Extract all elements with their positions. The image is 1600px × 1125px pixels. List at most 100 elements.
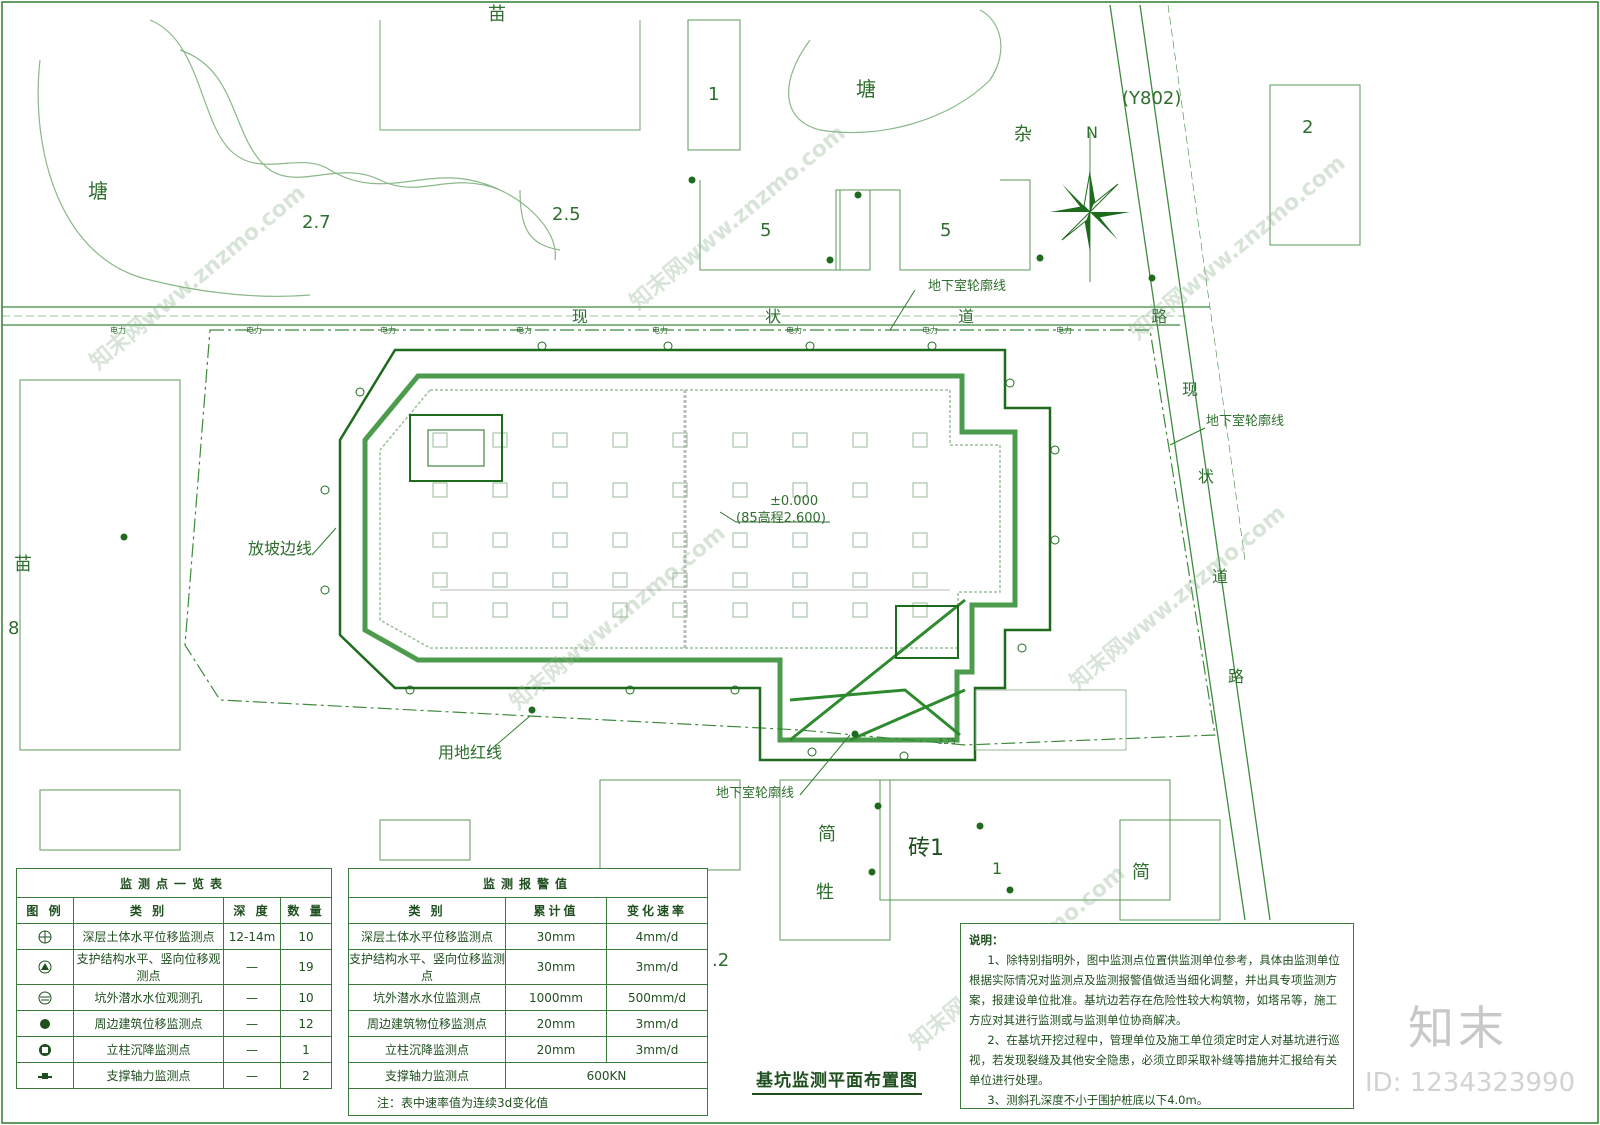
- elevation-sub: (85高程2.600): [736, 510, 826, 526]
- building-monitoring-point: [688, 176, 696, 184]
- strut-gauge-icon: [38, 1072, 52, 1079]
- alarm-total: 30mm: [505, 923, 607, 950]
- elevation-main: ±0.000: [770, 494, 818, 509]
- road-label-right-3: 道: [1212, 567, 1228, 586]
- alarm-category: 支护结构水平、竖向位移监测点: [348, 949, 506, 985]
- basement-line-label-right: 地下室轮廓线: [1206, 413, 1284, 429]
- list-depth: 12-14m: [223, 923, 281, 950]
- brand-id: ID: 1234323990: [1365, 1068, 1576, 1098]
- list-depth: —: [223, 984, 281, 1011]
- alarm-rate: 3mm/d: [606, 949, 708, 985]
- pile-cap: [792, 432, 808, 448]
- building-monitoring-point: [528, 706, 536, 714]
- support-monitoring-point: [320, 485, 330, 495]
- pile-cap: [732, 532, 748, 548]
- building-monitoring-point: [1036, 254, 1044, 262]
- pile-cap: [852, 602, 868, 618]
- power-line-labels: 电力电力电力电力电力电力电力电力: [110, 325, 1072, 335]
- list-table-caption: 监测点一览表: [16, 868, 332, 898]
- pit-wall: [362, 373, 1018, 743]
- pile-cap: [912, 532, 928, 548]
- pile-cap: [552, 532, 568, 548]
- support-monitoring-point: [625, 685, 635, 695]
- support-struts: [789, 598, 966, 742]
- support-monitoring-point: [405, 685, 415, 695]
- filled-circle-icon: [40, 1018, 50, 1029]
- pile-cap: [672, 532, 688, 548]
- pond-area: [37, 9, 1002, 297]
- nursery-label-left: 苗: [14, 554, 32, 575]
- note-item: 3、测斜孔深度不小于围护桩底以下4.0m。: [987, 1093, 1209, 1107]
- slope-line-label: 放坡边线: [248, 539, 312, 558]
- pile-cap: [612, 532, 628, 548]
- pile-cap: [792, 532, 808, 548]
- power-line-label: 电力: [1056, 325, 1072, 335]
- pile-cap: [732, 482, 748, 498]
- alarm-header-category: 类 别: [348, 897, 506, 924]
- notes-title: 说明：: [969, 933, 1004, 947]
- power-line-label: 电力: [922, 325, 938, 335]
- table-row: 坑外潜水水位观测孔 — 10: [16, 984, 332, 1011]
- brick-label: 砖1: [908, 836, 944, 861]
- building-monitoring-point: [120, 533, 128, 541]
- pile-cap: [672, 572, 688, 588]
- pile-cap: [552, 572, 568, 588]
- small-value: 3.75: [938, 737, 956, 746]
- note-item: 1、除特别指明外，图中监测点位置供监测单位参考，具体由监测单位根据实际情况对监测…: [969, 953, 1340, 1027]
- pile-cap: [852, 532, 868, 548]
- water-level-circle-icon: [38, 991, 52, 1005]
- road-label-right-1: 现: [1182, 380, 1198, 399]
- power-line-label: 电力: [652, 325, 668, 335]
- simple-label-1: 简: [818, 824, 836, 845]
- list-header-category: 类 别: [73, 897, 224, 924]
- alarm-total: 20mm: [505, 1036, 607, 1063]
- simple-number: 1: [992, 859, 1002, 878]
- building-number-5b: 5: [940, 220, 951, 241]
- list-count: 10: [280, 984, 332, 1011]
- building-number-5a: 5: [760, 220, 771, 241]
- pile-cap: [432, 532, 448, 548]
- road-code: (Y802): [1122, 88, 1181, 109]
- simple-label-3: 简: [1132, 862, 1150, 883]
- building-number-1: 1: [708, 84, 719, 105]
- building-monitoring-point: [854, 191, 862, 199]
- pile-cap: [912, 432, 928, 448]
- simple-label-2: 牲: [816, 882, 834, 903]
- pile-cap: [432, 482, 448, 498]
- pile-cap: [432, 602, 448, 618]
- alarm-total: 30mm: [505, 949, 607, 985]
- list-depth: —: [223, 949, 281, 985]
- support-monitoring-point: [730, 685, 740, 695]
- pile-cap: [612, 482, 628, 498]
- pit-slope-outline: [338, 348, 1052, 762]
- existing-buildings: [19, 19, 1361, 941]
- building-monitoring-point: [976, 822, 984, 830]
- support-monitoring-point: [1050, 445, 1060, 455]
- elevation-2-7: 2.7: [302, 212, 331, 233]
- basement-line-label-top: 地下室轮廓线: [928, 278, 1006, 294]
- alarm-rate: 3mm/d: [606, 1036, 708, 1063]
- table-row: 支护结构水平、竖向位移观测点 — 19: [16, 949, 332, 985]
- square-circle-icon: [39, 1043, 51, 1056]
- pile-cap: [432, 432, 448, 448]
- alarm-header-rate: 变化速率: [606, 897, 708, 924]
- note-item: 2、在基坑开挖过程中，管理单位及施工单位须定时定人对基坑进行巡视，若发现裂缝及其…: [969, 1033, 1340, 1087]
- list-category: 坑外潜水水位观测孔: [73, 984, 224, 1011]
- alarm-table-note: 注：表中速率值为连续3d变化值: [348, 1088, 708, 1116]
- alarm-rate: 500mm/d: [606, 984, 708, 1011]
- alarm-table-caption: 监测报警值: [348, 868, 708, 898]
- alarm-category: 立柱沉降监测点: [348, 1036, 506, 1063]
- road-label-right-2: 状: [1198, 467, 1214, 486]
- alarm-total: 1000mm: [505, 984, 607, 1011]
- pile-cap: [912, 572, 928, 588]
- pile-cap: [492, 532, 508, 548]
- support-monitoring-point: [1017, 643, 1027, 653]
- list-header-depth: 深 度: [223, 897, 281, 924]
- power-line-label: 电力: [516, 325, 532, 335]
- road-label-top: 现 状 道 路: [572, 307, 1253, 326]
